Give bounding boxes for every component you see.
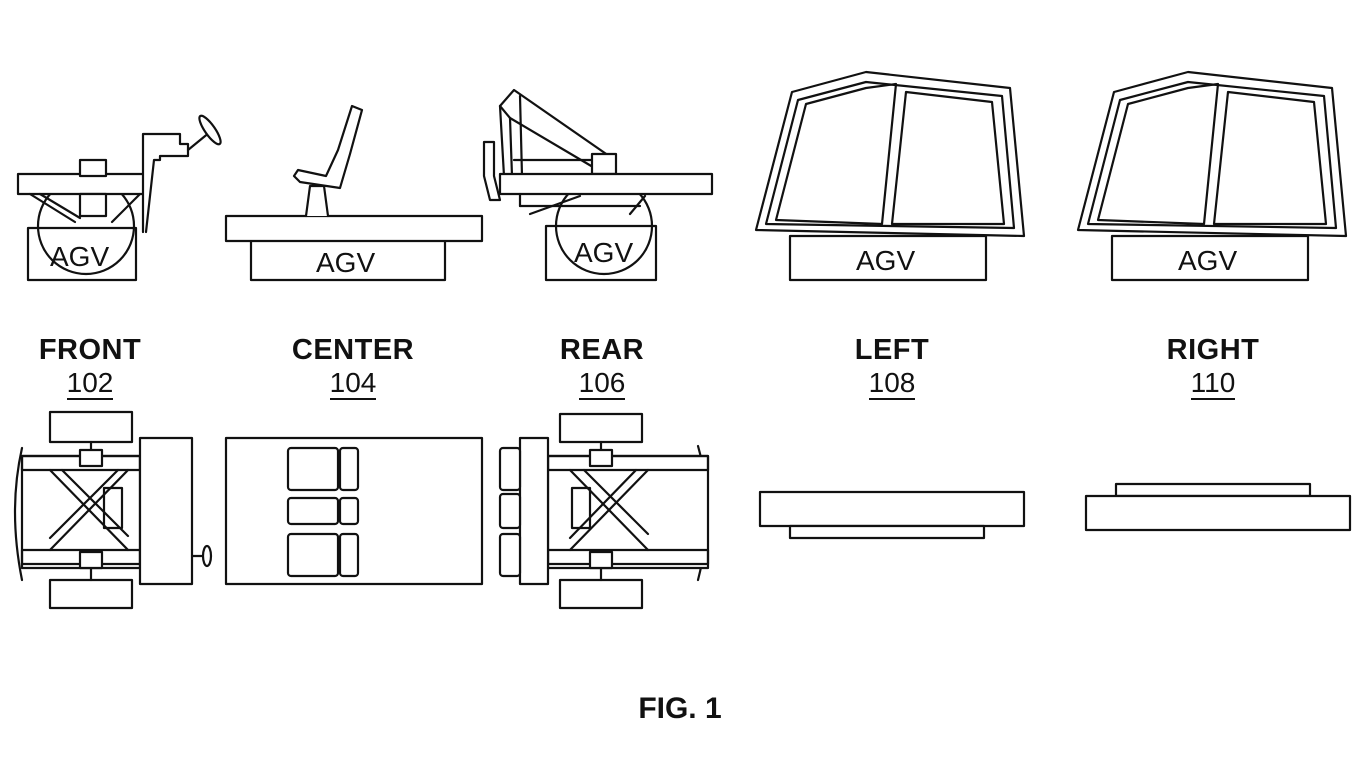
left-top-roof [758,490,1026,528]
reference-numeral: 108 [868,367,916,400]
front-top-view [13,410,213,610]
right-top-view [1084,482,1352,532]
rear-top-tire-lower [558,578,644,610]
rear-bin [498,532,522,578]
right-top-base [1114,482,1312,498]
front-post-box-lower [78,192,108,218]
left-top-base [788,524,986,540]
center-agv-box [249,238,447,282]
front-top-console [138,436,194,586]
right-agv-label: AGV [1178,245,1237,276]
seat-top-icon [286,446,340,492]
rear-top-tire-upper [558,412,644,444]
section-label-right: RIGHT 110 [1113,334,1313,400]
front-bumper [13,446,24,582]
right-agv-box [1110,234,1310,282]
center-platform [224,214,484,243]
reference-numeral: 110 [1190,367,1236,400]
reference-numeral: 104 [329,367,377,400]
rear-post-box [590,152,618,176]
seat-pedestal [304,184,330,218]
center-top-view [224,436,484,586]
rear-agv-box [544,224,658,282]
rear-bin [498,492,522,530]
front-agv-label: AGV [50,241,109,272]
center-agv-label: AGV [316,247,375,278]
rear-cargo-frame-side [498,94,524,178]
left-agv-label: AGV [856,245,915,276]
left-top-view [758,490,1026,540]
right-top-roof [1084,494,1352,532]
center-side-view: AGV [224,104,484,282]
section-label-rear: REAR 106 [502,334,702,400]
reference-numeral: 102 [66,367,114,400]
section-label-front: FRONT 102 [0,334,190,400]
left-window-rear [890,90,1006,226]
section-title: REAR [559,334,645,366]
rear-agv-label: AGV [574,237,633,268]
section-label-left: LEFT 108 [792,334,992,400]
right-side-view: AGV [1076,70,1348,282]
rear-top-view [498,412,710,610]
front-steering-column [141,132,190,234]
left-cabin-inner [764,80,1016,230]
section-label-center: CENTER 104 [253,334,453,400]
seat-icon [292,104,364,190]
section-title: CENTER [291,334,415,366]
rear-top-crossbar [518,436,550,586]
front-top-steering-icon [201,544,213,568]
left-side-view: AGV [754,70,1026,282]
rear-frame-rail [498,172,714,196]
front-side-view: AGV [16,114,222,282]
rear-side-view: AGV [482,88,714,282]
center-top-platform [224,436,484,586]
left-agv-box [788,234,988,282]
seat-top-icon [286,496,340,526]
section-title: FRONT [38,334,142,366]
figure-caption: FIG. 1 [638,692,722,725]
left-window-front [774,82,898,226]
right-window-front [1096,82,1220,226]
front-top-tire-lower [48,578,134,610]
reference-numeral: 106 [578,367,626,400]
seat-top-icon [286,532,340,578]
front-top-tire-upper [48,410,134,444]
rear-bin [498,446,522,492]
steering-wheel-icon [198,114,222,146]
right-cabin-inner [1086,80,1338,230]
right-window-rear [1212,90,1328,226]
front-post-box [78,158,108,178]
rear-bracket [482,140,502,202]
section-title: RIGHT [1166,334,1260,366]
section-title: LEFT [854,334,930,366]
